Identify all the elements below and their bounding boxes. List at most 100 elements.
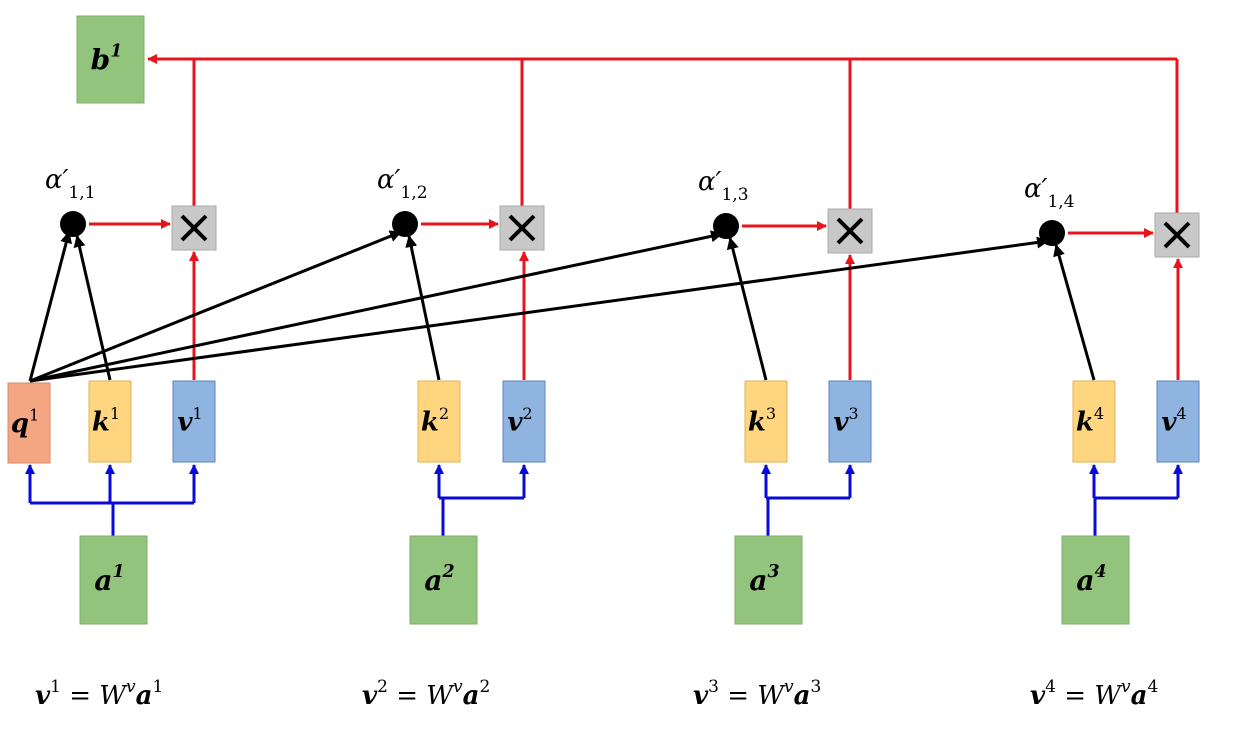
key-k1-symbol: k — [92, 408, 110, 438]
key-k3: k3 — [744, 380, 788, 463]
value-v4-superscript: 4 — [1176, 404, 1186, 423]
weight-node-1 — [60, 211, 86, 237]
weight-label-1: α′1,1 — [45, 165, 96, 203]
input-a4-label: a4 — [1076, 562, 1106, 597]
key-k1-rect — [88, 380, 132, 463]
input-a2-label: a2 — [424, 562, 454, 597]
query-to-weight-arrow-2 — [29, 230, 402, 383]
key-k4-symbol: k — [1076, 408, 1094, 438]
query-q1-superscript: 1 — [29, 405, 39, 424]
weight-label-3: α′1,3 — [698, 167, 749, 205]
value-v3-label: v3 — [833, 404, 858, 438]
equation-1: v1 = Wva1 — [35, 677, 163, 711]
value-v1-superscript: 1 — [192, 404, 202, 423]
output-b1-superscript: 1 — [110, 42, 122, 62]
value-v2: v2 — [502, 380, 546, 463]
input-a4: a4 — [1061, 535, 1130, 625]
value-v1-rect — [172, 380, 216, 463]
weight-label-4: α′1,4 — [1024, 174, 1075, 212]
input-a1: a1 — [79, 535, 148, 625]
input-a1-symbol: a — [94, 564, 112, 597]
value-v4-symbol: v — [1161, 408, 1177, 438]
value-v4-label: v4 — [1161, 404, 1186, 438]
key-k3-symbol: k — [748, 408, 766, 438]
key-k4-rect — [1072, 380, 1116, 463]
multiply-icon — [836, 217, 864, 245]
multiply-icon — [508, 214, 536, 242]
input-a1-label: a1 — [94, 562, 124, 597]
input-a1-superscript: 1 — [113, 562, 125, 582]
multiply-box-2 — [499, 205, 545, 251]
output-b1-rect — [76, 15, 145, 104]
query-q1-symbol: q — [11, 409, 29, 439]
input-a2-superscript: 2 — [442, 562, 455, 582]
value-v1-symbol: v — [177, 408, 193, 438]
input-a4-symbol: a — [1076, 564, 1094, 597]
value-v3: v3 — [828, 380, 872, 463]
multiply-icon — [180, 214, 208, 242]
input-a4-superscript: 4 — [1095, 562, 1107, 582]
multiply-box-1 — [171, 205, 217, 251]
output-b1-label: b1 — [91, 42, 123, 77]
multiply-box-3 — [827, 208, 873, 254]
query-to-weight-arrow-3 — [29, 230, 723, 383]
input-a2: a2 — [409, 535, 478, 625]
input-a4-rect — [1061, 535, 1130, 625]
key-k2-rect — [417, 380, 461, 463]
query-q1: q1 — [7, 382, 51, 464]
multiply-icon — [1163, 221, 1191, 249]
output-b1-symbol: b — [91, 43, 111, 76]
equation-2: v2 = Wva2 — [362, 677, 490, 711]
input-a3: a3 — [734, 535, 803, 625]
weight-node-2 — [392, 211, 418, 237]
weight-node-4 — [1039, 220, 1065, 246]
value-v1-label: v1 — [177, 404, 202, 438]
value-v2-superscript: 2 — [522, 404, 532, 423]
query-to-weight-arrow-1 — [28, 231, 73, 382]
key-k4-label: k4 — [1076, 404, 1104, 438]
value-v3-rect — [828, 380, 872, 463]
key-k1-superscript: 1 — [110, 404, 120, 423]
key-k2-label: k2 — [421, 404, 449, 438]
key-k3-rect — [744, 380, 788, 463]
value-v2-rect — [502, 380, 546, 463]
key-k1-label: k1 — [92, 404, 120, 438]
weight-node-3 — [713, 213, 739, 239]
key-k4: k4 — [1072, 380, 1116, 463]
key-k3-label: k3 — [748, 404, 776, 438]
input-a2-rect — [409, 535, 478, 625]
input-a3-symbol: a — [749, 564, 767, 597]
value-v2-label: v2 — [507, 404, 532, 438]
value-v4-rect — [1156, 380, 1200, 463]
key-k4-superscript: 4 — [1094, 404, 1104, 423]
input-a3-rect — [734, 535, 803, 625]
input-a1-rect — [79, 535, 148, 625]
value-v3-superscript: 3 — [848, 404, 858, 423]
weight-label-2: α′1,2 — [377, 165, 428, 203]
key-k2-symbol: k — [421, 408, 439, 438]
key-k2-superscript: 2 — [439, 404, 449, 423]
key-to-weight-arrow-2 — [405, 235, 441, 381]
query-q1-rect — [7, 382, 51, 464]
key-k1: k1 — [88, 380, 132, 463]
equation-3: v3 = Wva3 — [693, 677, 821, 711]
key-to-weight-arrow-3 — [726, 237, 768, 381]
query-q1-label: q1 — [11, 405, 39, 439]
key-to-weight-arrow-4 — [1053, 244, 1096, 381]
value-v1: v1 — [172, 380, 216, 463]
multiply-box-4 — [1154, 212, 1200, 258]
key-to-weight-arrow-1 — [73, 235, 112, 381]
key-k2: k2 — [417, 380, 461, 463]
value-v2-symbol: v — [507, 408, 523, 438]
input-a3-superscript: 3 — [768, 562, 780, 582]
input-a2-symbol: a — [424, 564, 442, 597]
output-b1: b1 — [76, 15, 145, 104]
equation-4: v4 = Wva4 — [1030, 677, 1158, 711]
query-to-weight-arrow-4 — [29, 236, 1049, 383]
key-k3-superscript: 3 — [766, 404, 776, 423]
value-v4: v4 — [1156, 380, 1200, 463]
value-v3-symbol: v — [833, 408, 849, 438]
arrows-layer — [25, 54, 1183, 536]
